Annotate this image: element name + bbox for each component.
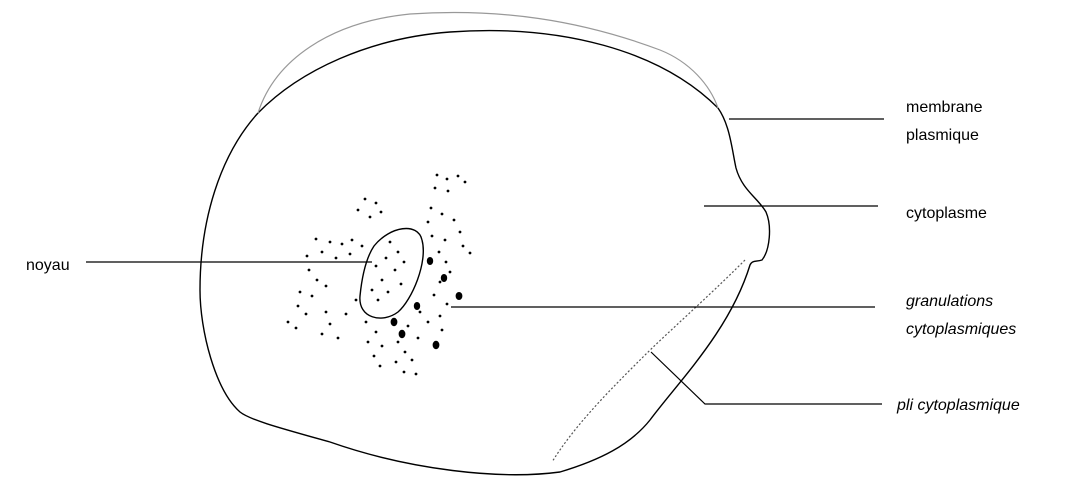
- cytoplasmic-fold-line: [552, 260, 745, 462]
- nucleus: [360, 229, 423, 319]
- cell-outline: [200, 31, 769, 475]
- membrane-fold-edge: [258, 13, 718, 114]
- label-pli-cytoplasmique: pli cytoplasmique: [896, 397, 1020, 414]
- granulation-bodies: [391, 257, 463, 349]
- label-membrane-line1: membrane: [906, 99, 983, 116]
- leader-lines: [86, 119, 884, 404]
- label-granulations-line1: granulations: [906, 293, 993, 310]
- label-membrane-line2: plasmique: [906, 127, 979, 144]
- label-granulations-line2: cytoplasmiques: [906, 321, 1016, 338]
- label-cytoplasme: cytoplasme: [906, 205, 987, 222]
- leader-pli: [651, 352, 882, 404]
- label-noyau: noyau: [26, 257, 70, 274]
